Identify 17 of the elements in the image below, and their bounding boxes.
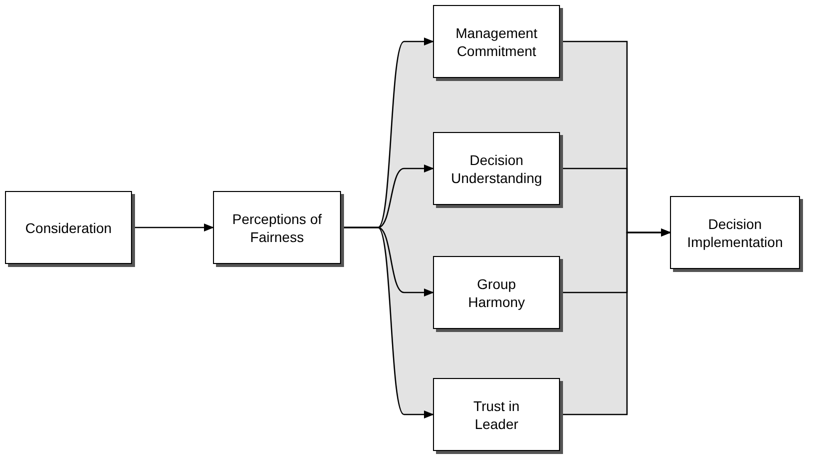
box-label: Management Commitment — [454, 24, 538, 60]
box-label: Perceptions of Fairness — [231, 210, 323, 246]
process-box — [433, 256, 560, 329]
arrow — [560, 228, 671, 416]
box-label: Decision Understanding — [450, 150, 544, 186]
process-box — [433, 5, 560, 78]
process-box — [670, 196, 800, 269]
box-label: Trust in Leader — [472, 396, 521, 432]
process-box — [433, 378, 560, 451]
box-label: Decision Implementation — [686, 214, 784, 250]
process-box — [213, 191, 341, 264]
process-box — [433, 132, 560, 205]
arrow — [341, 226, 434, 418]
arrow — [132, 224, 214, 232]
box-label: Group Harmony — [467, 274, 526, 310]
process-box — [5, 191, 132, 264]
box-label: Consideration — [25, 218, 112, 236]
